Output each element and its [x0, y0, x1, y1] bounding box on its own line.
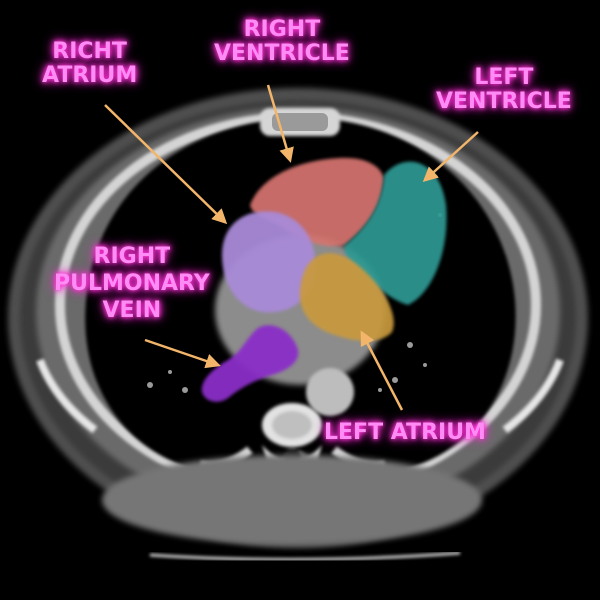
left-atrium-region: [299, 253, 394, 341]
left-ventricle-region: [344, 161, 447, 305]
label-right-pulmonary-vein: RIGHT PULMONARY VEIN: [54, 243, 210, 324]
annotation-arrows: [104, 84, 479, 411]
label-line: VEIN: [102, 298, 162, 323]
label-line: RICHT: [52, 39, 127, 64]
lung-vessels: [147, 213, 442, 393]
right-pulmonary-vein-region: [201, 325, 299, 402]
label-line: RIGHT: [93, 244, 171, 269]
arrow-left-ventricle: [422, 131, 479, 183]
label-line: LEFT ATRIUM: [324, 420, 486, 445]
left-scapula: [36, 358, 98, 434]
label-line: LEFT: [474, 65, 534, 90]
label-line: ATRIUM: [42, 63, 138, 88]
label-left-ventricle: LEFT VENTRICLE: [436, 66, 572, 114]
descending-aorta: [306, 368, 354, 416]
right-scapula: [502, 358, 564, 434]
label-right-ventricle: RIGHT VENTRICLE: [214, 18, 350, 66]
label-line: VENTRICLE: [436, 89, 572, 114]
label-left-atrium: LEFT ATRIUM: [324, 421, 486, 445]
label-line: RIGHT: [243, 17, 321, 42]
label-line: PULMONARY: [54, 271, 210, 296]
back-muscles: [102, 455, 482, 545]
arrow-right-ventricle: [266, 84, 294, 163]
label-right-atrium: RICHT ATRIUM: [42, 40, 137, 88]
scanner-table-line: [149, 551, 461, 562]
arrow-left-atrium: [360, 330, 404, 411]
right-atrium-region: [222, 211, 316, 313]
label-line: VENTRICLE: [214, 41, 350, 66]
arrow-right-pulmonary-vein: [144, 338, 221, 369]
arrow-right-atrium: [104, 104, 228, 225]
